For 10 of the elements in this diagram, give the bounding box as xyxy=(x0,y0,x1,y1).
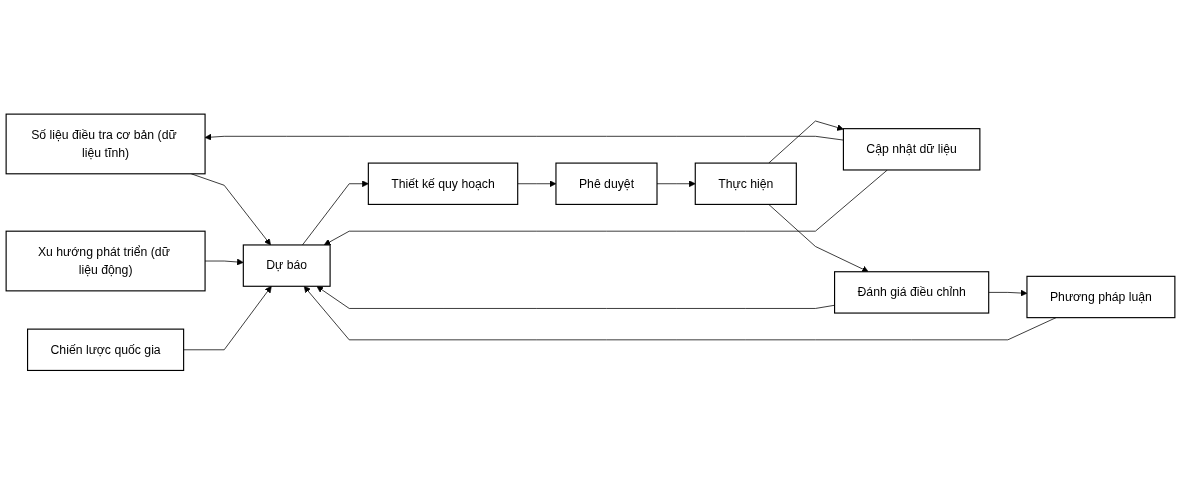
node-box: Thiết kế quy hoạch xyxy=(367,162,519,205)
node-box: Đánh giá điều chỉnh xyxy=(834,270,990,314)
node-box: Phê duyệt xyxy=(555,162,658,205)
node-box: Chiến lược quốc gia xyxy=(27,328,185,371)
node-box: Số liệu điều tra cơ bản (dữ liệu tĩnh) xyxy=(5,113,206,175)
node-box: Dự báo xyxy=(242,244,331,287)
node-box: Cập nhật dữ liệu xyxy=(842,127,981,171)
node-box: Thực hiện xyxy=(694,162,797,205)
node-box: Phương pháp luận xyxy=(1026,275,1176,318)
node-box: Xu hướng phát triển (dữ liệu động) xyxy=(5,230,206,292)
